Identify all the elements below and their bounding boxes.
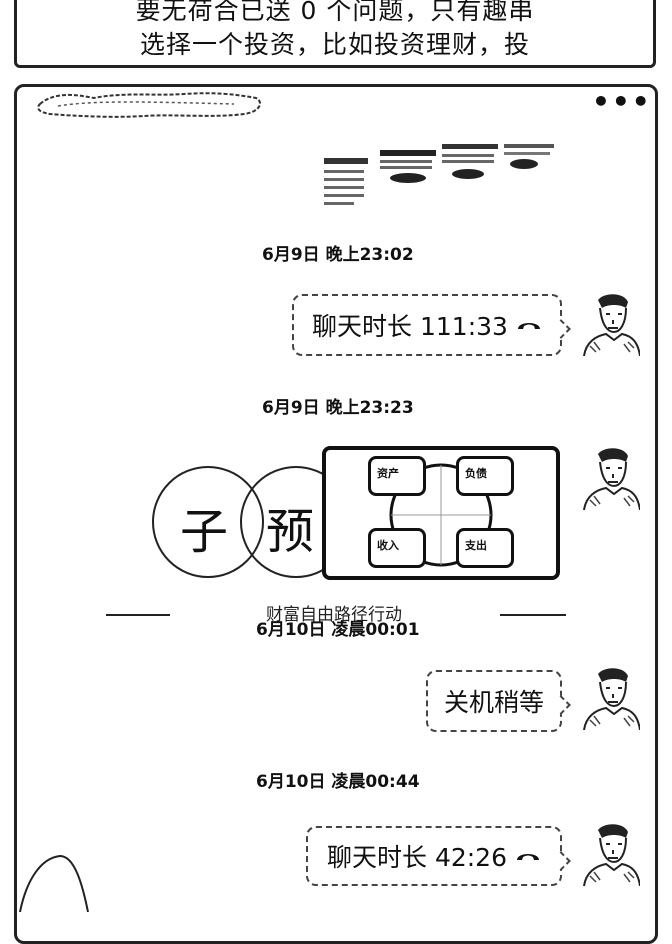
- previous-message-card: 要无荷合已送 0 个问题，只有趣串 选择一个投资，比如投资理财，投: [14, 0, 656, 68]
- quadrant-liabilities: 负债: [456, 456, 514, 496]
- call-duration-bubble[interactable]: 聊天时长 42:26: [306, 826, 571, 886]
- phone-hangup-icon: [517, 854, 539, 860]
- more-options-icon[interactable]: •••: [592, 85, 652, 118]
- phone-hangup-icon: [517, 323, 540, 329]
- quadrant-expenses: 支出: [456, 528, 514, 568]
- user-avatar[interactable]: [580, 666, 640, 730]
- text-message-bubble[interactable]: 关机稍等: [426, 670, 571, 732]
- message-timestamp: 6月9日 晚上23:23: [262, 398, 414, 418]
- divider-line: [500, 614, 566, 616]
- image-caption: 财富自由路径行动: [266, 605, 402, 625]
- finance-quadrant-diagram: 资产 负债 收入 支出: [322, 446, 560, 580]
- user-avatar[interactable]: [580, 292, 640, 356]
- user-avatar[interactable]: [580, 822, 640, 886]
- message-timestamp: 6月9日 晚上23:02: [262, 245, 414, 265]
- message-timestamp: 6月10日 凌晨00:01: [256, 620, 420, 640]
- circle-char: 预: [266, 504, 315, 560]
- quadrant-income: 收入: [368, 528, 426, 568]
- redacted-name-scribble: [37, 92, 261, 118]
- previous-message-line-1: 要无荷合已送 0 个问题，只有趣串: [135, 0, 535, 25]
- call-duration-bubble[interactable]: 聊天时长 111:33: [292, 294, 571, 356]
- circle-char: 子: [180, 504, 229, 560]
- message-text: 关机稍等: [443, 688, 544, 717]
- contact-avatar-partial[interactable]: [16, 852, 96, 912]
- center-circle: [389, 463, 493, 567]
- quadrant-assets: 资产: [368, 456, 426, 496]
- call-duration-text: 聊天时长 42:26: [327, 843, 507, 872]
- previous-message-line-2: 选择一个投资，比如投资理财，投: [139, 30, 530, 59]
- user-avatar[interactable]: [580, 446, 640, 510]
- shared-images-thumbnails[interactable]: [318, 138, 558, 210]
- divider-line: [106, 614, 170, 616]
- call-duration-text: 聊天时长 111:33: [312, 312, 508, 341]
- message-timestamp: 6月10日 凌晨00:44: [256, 772, 420, 792]
